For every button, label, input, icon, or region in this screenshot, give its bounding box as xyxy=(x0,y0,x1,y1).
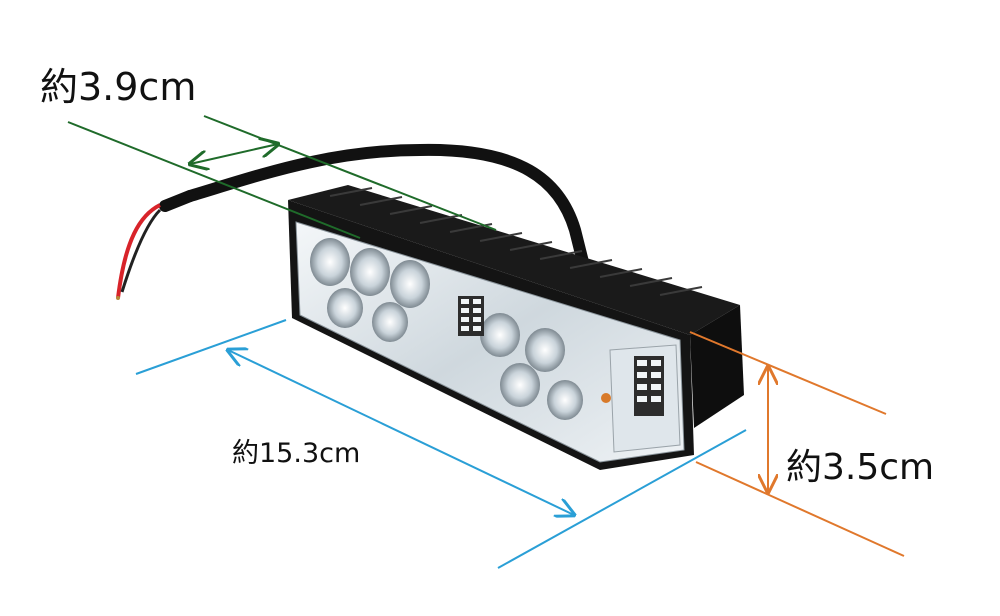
height-dimension xyxy=(689,331,905,557)
depth-label: 約3.9cm xyxy=(40,65,197,109)
length-label: 約15.3cm xyxy=(232,438,361,469)
height-label: 約3.5cm xyxy=(786,447,935,488)
led-chip-block xyxy=(458,296,484,336)
cable-wires xyxy=(116,203,162,300)
power-cable xyxy=(159,143,591,276)
side-led-chip-block xyxy=(601,356,664,416)
length-dimension xyxy=(135,319,747,569)
depth-dimension xyxy=(67,115,497,239)
